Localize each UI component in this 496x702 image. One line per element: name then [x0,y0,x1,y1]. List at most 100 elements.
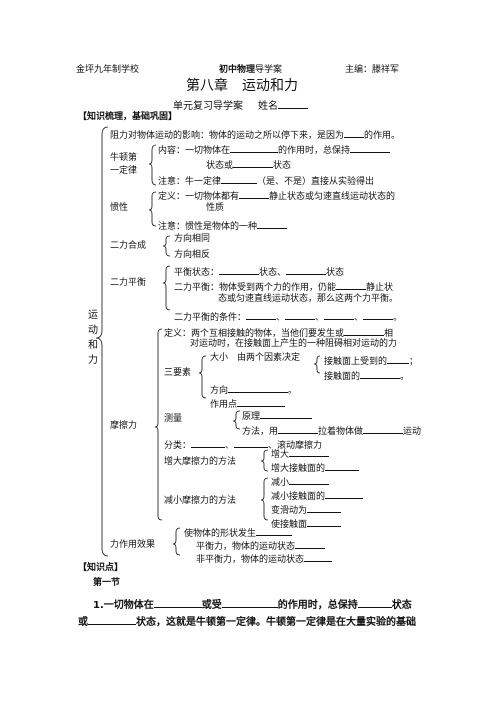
classify-line: 分类：、、滚动摩擦力 [164,437,322,452]
para1-blank-3 [357,597,392,608]
para2-blank-1 [88,614,136,625]
combine-opp: 方向相反 [174,250,211,260]
decrease-blank-2 [325,488,364,499]
size-factor-1-end: ； [409,357,419,367]
decrease-3-text: 变滑动为 [271,506,308,516]
increase-1: 增大 [271,446,330,461]
newton-content-c: 状态或 [206,161,234,171]
increase-1-text: 增大 [271,450,290,460]
effect-3: 非平衡力，物体的运动状态 [196,551,333,566]
newton-blank-2 [350,142,391,153]
newton-blank-4 [221,173,258,184]
inertia-note-line: 注意：惯性是物体的一种 [158,218,288,233]
newton-content-b: 的作用时，总保持 [278,146,351,156]
action-point-line: 作用点 [210,396,286,411]
inertia-blank-1 [239,188,270,199]
decrease-blank-4 [307,516,342,527]
size-factor-2-text: 接触面的 [324,372,361,382]
decrease-1-text: 减小 [271,478,290,488]
inertia-def-c: 性质 [206,203,225,213]
effect-2: 平衡力，物体的运动状态 [196,538,326,553]
balance-blank-1 [219,264,260,275]
para-line-2: 或状态，这就是牛顿第一定律。牛顿第一定律是在大量实验的基础 [78,614,416,629]
newton-label-1: 牛顿第 [110,153,138,163]
name-label: 姓名 [258,101,278,112]
size-blank-2 [360,368,401,379]
method-blank-2 [363,423,404,434]
balance-cond-blank-3 [324,309,355,320]
para1-c: 的作用时，总保持 [277,600,358,611]
newton-content-a: 内容：一切物体在 [158,146,231,156]
classify-blank-1 [191,437,226,448]
newton-label-2: 一定律 [110,166,138,176]
fr-def-b: 相 [384,329,394,339]
size-blank-1 [387,353,410,364]
increase-2: 增大接触面的 [271,460,360,475]
name-blank [278,98,308,109]
balance-cond: 二力平衡的条件： [174,313,247,323]
newton-note-a: 注意：牛一定律 [158,177,222,187]
resistance-line: 阻力对物体运动的影响：物体的运动之所以停下来，是因为的作用。 [110,127,400,142]
inertia-label: 惯性 [110,203,129,213]
subtitle-line: 单元复习导学案 姓名 [173,98,308,113]
resistance-end: 的作用。 [364,131,401,141]
balance-blank-3 [336,279,367,290]
method-line: 方法，用拉着物体做运动 [242,423,421,438]
balance-state-line: 平衡状态：状态、状态 [174,264,344,279]
decrease-3: 变滑动为 [271,502,342,517]
header-editor: 主编：滕祥军 [345,65,400,75]
direction-text: 方向 [210,386,229,396]
decrease-2: 减小接触面的 [271,488,364,503]
size-factor-1-text: 接触面上受到的 [324,357,388,367]
three-elements-label: 三要素 [164,368,192,378]
balance-cond-blank-1 [246,309,277,320]
header-subject-line: 初中物理导学案 [219,65,282,76]
combine-same: 方向相同 [174,234,211,244]
size-factor-2-end: 。 [400,372,410,382]
combine-label: 二力合成 [110,241,147,251]
size-line: 大小 由两个因素决定 [210,353,301,363]
action-point-text: 作用点 [210,400,238,410]
fr-def-line1: 定义：两个互相接触的物体，当他们要发生或 相 [164,325,393,340]
effect-label: 力作用效果 [110,540,156,550]
balance-def-b: 静止状 [366,283,394,293]
principle-text: 原理 [242,412,261,422]
direction-line: 方向。 [210,382,297,397]
classify-a: 分类： [164,441,192,451]
principle-blank [260,408,313,419]
inertia-def-b: 静止状态或匀速直线运动状态的 [269,192,396,202]
newton-content-line2: 状态或状态 [206,157,291,172]
increase-blank-1 [289,446,330,457]
fr-def-blank [344,325,385,336]
newton-note-b: （是、不是）直接从实验得出 [257,177,375,187]
decrease-4-text: 使接触面 [271,520,308,530]
balance-blank-2 [286,264,327,275]
root-char-1: 运 [88,310,98,321]
classify-c: 、滚动摩擦力 [268,441,323,451]
increase-blank-2 [325,460,360,471]
friction-label: 摩擦力 [110,421,138,431]
fr-def-a: 定义：两个互相接触的物体，当他们要发生或 [164,329,345,339]
header-subject: 初中物理 [219,65,256,75]
effect-1: 使物体的形状发生 [184,525,293,540]
inertia-def-line1: 定义：一切物体都有静止状态或匀速直线运动状态的 [158,188,395,203]
method-b: 拉着物体做 [318,427,364,437]
inertia-note: 注意：惯性是物体的一种 [158,222,258,232]
measure-label: 测量 [164,414,183,424]
balance-cond-line: 二力平衡的条件：、、、。 [174,309,402,324]
section-heading-review: 【知识梳理，基础巩固】 [78,112,178,122]
direction-blank [228,382,289,393]
balance-state-c: 状态 [326,268,345,278]
newton-blank-3 [233,157,274,168]
para1-blank-1 [153,597,202,608]
resistance-blank [344,127,365,138]
effect-blank-3 [304,551,333,562]
increase-label: 增大摩擦力的方法 [164,457,237,467]
header-school: 金坪九年制学校 [76,65,140,75]
root-char-3: 和 [88,340,98,351]
newton-content-line1: 内容：一切物体在 的作用时，总保持 [158,142,391,157]
size-factor-1: 接触面上受到的 ； [324,353,418,368]
decrease-blank-1 [289,474,330,485]
subtitle: 单元复习导学案 [173,101,243,112]
